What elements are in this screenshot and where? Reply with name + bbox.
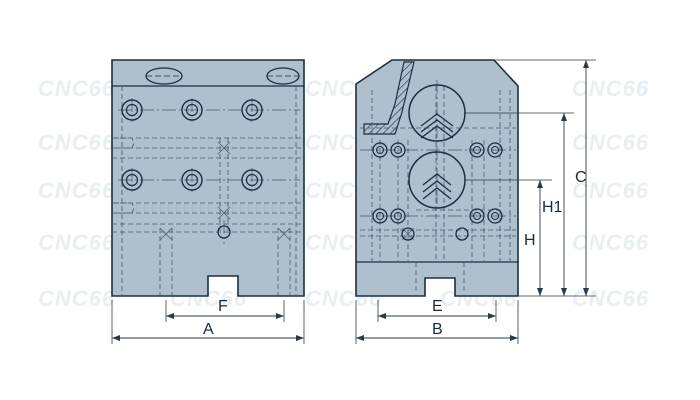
front-view-body [111,59,305,297]
side-view: E B H H1 [355,59,596,344]
pin-hole-icon [401,227,415,241]
bolt-hole-icon [181,99,203,121]
watermark: CNC66 [572,230,649,255]
dimension-label-h1: H1 [542,199,563,216]
bolt-hole-icon [121,169,143,191]
bolt-hole-icon [469,142,485,158]
dimension-c: C [575,60,589,296]
side-extension-lines [464,59,596,297]
dimension-label-e: E [432,298,443,315]
watermark: CNC66 [38,286,115,311]
watermark: CNC66 [572,178,649,203]
watermark: CNC66 [38,178,115,203]
pin-hole-icon [455,227,469,241]
watermark: CNC66 [572,130,649,155]
bolt-hole-icon [372,208,388,224]
tool-bore-icon [408,84,466,142]
dimension-label-a: A [203,321,214,338]
bolt-hole-icon [487,208,503,224]
dimension-b: B [355,300,519,344]
front-centre-lines [118,98,300,244]
watermark: CNC66 [38,230,115,255]
dimension-a: A [111,300,305,344]
bolt-hole-icon [390,208,406,224]
dimension-label-h: H [524,232,536,249]
front-view: F A [111,59,305,344]
dimension-h1: H1 [542,113,567,296]
bolt-hole-icon [390,142,406,158]
bolt-hole-icon [121,99,143,121]
dimension-label-c: C [575,169,587,186]
front-hidden-lines [112,86,304,296]
side-centre-lines [360,80,516,217]
dimension-f: F [165,298,285,322]
bolt-hole-icon [181,169,203,191]
dimension-e: E [377,298,497,322]
watermark: CNC66 [572,286,649,311]
bolt-hole-icon [372,142,388,158]
dimension-label-b: B [432,321,443,338]
section-hatch [363,61,415,135]
front-cross-marks [159,141,291,241]
watermark: CNC66 [38,76,115,101]
pin-hole-icon [217,225,231,239]
bolt-hole-icon [469,208,485,224]
watermark: CNC66 [38,130,115,155]
bolt-hole-icon [241,99,263,121]
watermark: CNC66 [572,76,649,101]
dimension-h: H [524,180,543,296]
bolt-hole-icon [487,142,503,158]
dimension-label-f: F [218,298,228,315]
bolt-hole-icon [241,169,263,191]
